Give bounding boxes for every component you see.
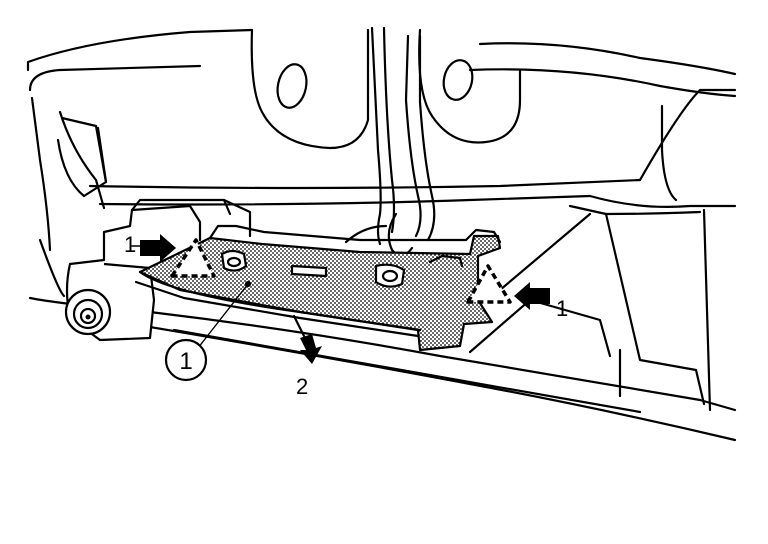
wire-harness: [344, 26, 436, 257]
pull-arrow-label: 2: [296, 374, 308, 399]
part-callout-label: 1: [179, 348, 192, 375]
camera-body: [64, 198, 252, 342]
camera-bracket: [134, 224, 502, 352]
clip-marker-left: [170, 238, 216, 278]
clip-arrow-right: 1: [514, 282, 568, 321]
clip-arrow-right-label: 1: [556, 296, 568, 321]
part-callout: 1: [164, 281, 251, 382]
clip-arrow-left: 1: [124, 232, 176, 262]
clip-marker-right: [466, 264, 512, 304]
pull-arrow: 2: [292, 314, 322, 399]
clip-arrow-left-label: 1: [124, 232, 136, 257]
